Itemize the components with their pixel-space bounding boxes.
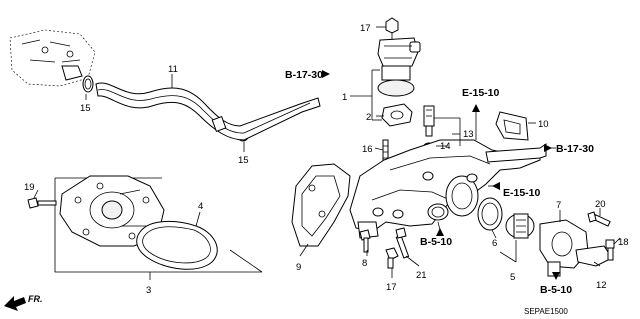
callout-7: 7 bbox=[556, 200, 561, 211]
bolt-8 bbox=[359, 229, 371, 253]
gasket-9 bbox=[291, 163, 351, 247]
water-pump-3 bbox=[59, 175, 165, 247]
engine-block-fragment bbox=[9, 29, 96, 87]
ref-e-15-10-mid: E-15-10 bbox=[503, 187, 541, 199]
callout-15-left: 15 bbox=[80, 103, 91, 114]
callout-2: 2 bbox=[366, 112, 371, 123]
bypass-pipe bbox=[485, 143, 547, 163]
callout-13: 13 bbox=[463, 129, 474, 140]
callout-10: 10 bbox=[538, 119, 549, 130]
bracket-12 bbox=[575, 245, 613, 267]
ref-arrow-b1730-top bbox=[322, 70, 330, 78]
callout-20: 20 bbox=[595, 199, 606, 210]
callout-8: 8 bbox=[362, 258, 367, 269]
leader-lines bbox=[33, 26, 621, 280]
callout-17-top: 17 bbox=[360, 23, 371, 34]
callout-11: 11 bbox=[168, 64, 178, 75]
ref-arrow-b510-right bbox=[552, 272, 560, 280]
diagram-code: SEPAE1500 bbox=[524, 307, 568, 316]
ref-b-17-30-right: B-17-30 bbox=[556, 143, 594, 155]
thermostat-cover-7 bbox=[539, 219, 589, 277]
egr-valve-assembly bbox=[377, 17, 421, 97]
gasket-6 bbox=[477, 197, 503, 231]
egr-gasket-2 bbox=[381, 103, 413, 127]
ref-e-15-10-top: E-15-10 bbox=[462, 87, 500, 99]
bolt-18 bbox=[605, 239, 615, 261]
ref-arrow-e1510-top bbox=[472, 104, 480, 112]
ref-arrow-b510-mid bbox=[436, 228, 444, 236]
callout-6: 6 bbox=[492, 238, 497, 249]
callout-16: 16 bbox=[362, 144, 373, 155]
gasket-10 bbox=[495, 111, 529, 141]
ref-arrow-e1510-mid bbox=[492, 182, 500, 190]
callout-5: 5 bbox=[510, 272, 515, 283]
callout-4: 4 bbox=[198, 201, 203, 212]
bolt-19 bbox=[27, 197, 57, 209]
callout-17-bottom: 17 bbox=[386, 282, 397, 293]
callout-1: 1 bbox=[342, 92, 347, 103]
pump-gasket-4 bbox=[136, 220, 218, 270]
bolt-21 bbox=[395, 227, 410, 259]
ref-arrow-b1730-right bbox=[544, 144, 552, 152]
callout-19: 19 bbox=[24, 182, 35, 193]
o-ring-15-left bbox=[82, 75, 94, 93]
callout-21: 21 bbox=[416, 270, 427, 281]
front-direction-arrow bbox=[4, 296, 26, 311]
thermostat-5 bbox=[505, 213, 535, 239]
front-direction-label: FR. bbox=[28, 294, 43, 304]
bolt-17-bottom bbox=[385, 247, 399, 269]
callout-12: 12 bbox=[596, 280, 607, 291]
callout-14: 14 bbox=[440, 141, 451, 152]
callout-9: 9 bbox=[296, 262, 301, 273]
temperature-sensor-13 bbox=[423, 105, 435, 137]
callout-15-right: 15 bbox=[238, 155, 249, 166]
water-hose-11 bbox=[95, 82, 321, 141]
water-passage-housing bbox=[349, 139, 541, 239]
bolt-20 bbox=[587, 211, 611, 227]
ref-b-5-10-mid: B-5-10 bbox=[420, 236, 452, 248]
ref-b-17-30-top: B-17-30 bbox=[285, 69, 323, 81]
ref-b-5-10-right: B-5-10 bbox=[540, 284, 572, 296]
callout-18: 18 bbox=[618, 237, 629, 248]
callout-3: 3 bbox=[146, 285, 151, 296]
